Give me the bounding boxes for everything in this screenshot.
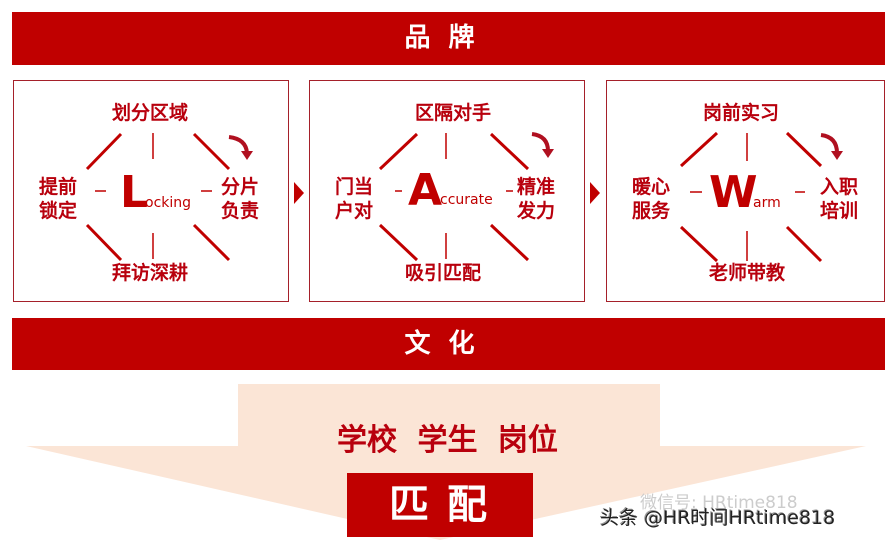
arrow-right-icon — [590, 182, 600, 204]
bottom-label: 老师带教 — [709, 262, 786, 284]
right-label: 分片负责 — [220, 176, 259, 222]
key-letter: L — [120, 167, 149, 218]
left-label: 提前锁定 — [38, 176, 77, 222]
right-label: 入职培训 — [819, 176, 858, 222]
key-letter: A — [408, 165, 443, 216]
culture-banner: 文化 — [12, 318, 885, 370]
left-label: 暖心服务 — [631, 176, 670, 222]
match-box: 匹配 — [347, 473, 533, 537]
top-label: 区隔对手 — [415, 102, 492, 124]
locking-panel: 划分区域 拜访深耕 提前锁定 分片负责 L ocking — [13, 80, 289, 302]
warm-panel: 岗前实习 老师带教 暖心服务 入职培训 W arm — [606, 80, 885, 302]
bottom-label: 吸引匹配 — [405, 262, 482, 284]
key-word: arm — [753, 195, 781, 211]
brand-banner: 品牌 — [12, 12, 885, 65]
top-label: 岗前实习 — [703, 102, 780, 124]
octagon-lines — [378, 132, 554, 262]
left-label: 门当户对 — [334, 176, 373, 222]
octagon-lines — [85, 132, 253, 262]
bottom-label: 拜访深耕 — [112, 262, 189, 284]
key-word: ocking — [145, 195, 192, 211]
accurate-panel: 区隔对手 吸引匹配 门当户对 精准发力 A ccurate — [309, 80, 585, 302]
right-label: 精准发力 — [516, 176, 555, 222]
top-label: 划分区域 — [112, 102, 189, 124]
wechat-watermark: 微信号: HRtime818 — [640, 493, 798, 513]
octagon-lines — [679, 131, 843, 263]
toutiao-watermark: 头条 @HR时间HRtime818 — [600, 507, 836, 529]
key-word: ccurate — [440, 192, 493, 208]
key-letter: W — [709, 167, 758, 218]
funnel-text: 学校 学生 岗位 — [337, 423, 558, 458]
arrow-right-icon — [294, 182, 304, 204]
